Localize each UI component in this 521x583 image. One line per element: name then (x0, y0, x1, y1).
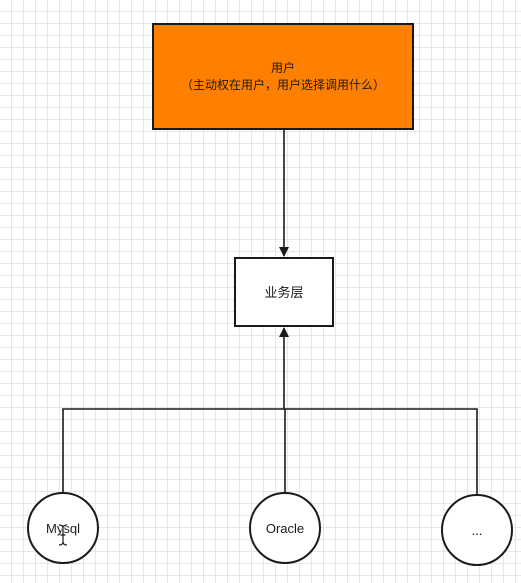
service-layer-node[interactable]: 业务层 (234, 257, 334, 327)
user-node-title: 用户 (270, 60, 295, 75)
oracle-node[interactable]: Oracle (249, 492, 321, 564)
user-node[interactable]: 用户 （主动权在用户，用户选择调用什么） (152, 23, 414, 130)
connector-more (284, 408, 478, 494)
more-databases-label: ... (471, 522, 483, 538)
more-databases-node[interactable]: ... (441, 494, 513, 566)
connector-mysql (62, 408, 284, 492)
oracle-label: Oracle (265, 520, 305, 536)
text-cursor-icon (58, 524, 68, 546)
user-node-subtitle: （主动权在用户，用户选择调用什么） (180, 77, 385, 92)
service-layer-label: 业务层 (264, 284, 304, 300)
